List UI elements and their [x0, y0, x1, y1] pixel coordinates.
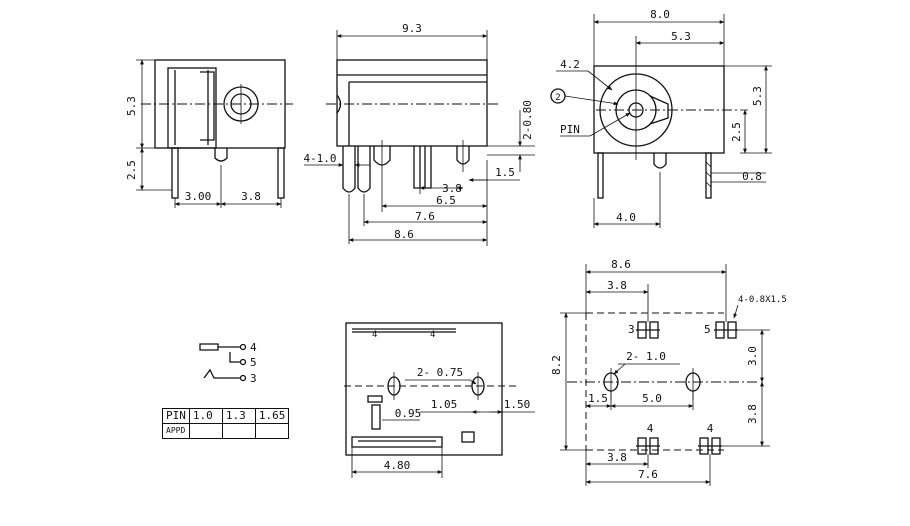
side-dim-3-00: 3.00: [185, 190, 212, 203]
pad-5: [714, 321, 738, 339]
pin-table-cell: [188, 423, 223, 439]
bottom-dim-1-50: 1.50: [504, 398, 531, 411]
pad-label-5: 5: [704, 323, 711, 336]
end-dim-5-3-top: 5.3: [671, 30, 691, 43]
side-view: 5.3 2.5 3.00 3.8: [125, 59, 293, 208]
schematic-pin-4: 4: [250, 341, 257, 354]
front-view: 9.3 2-0.80 4-1.0 1.5 3.8 6.5 7.6 8.6: [303, 22, 535, 246]
side-dim-3-8: 3.8: [241, 190, 261, 203]
pcb-dim-5-0: 5.0: [642, 392, 662, 405]
pin-table-cell: [221, 423, 256, 439]
pad-3: [636, 321, 660, 339]
front-dim-1-5: 1.5: [495, 166, 515, 179]
side-dim-2-5: 2.5: [125, 160, 138, 180]
pad-label-4b: 4: [707, 422, 714, 435]
pin-table-cell: [254, 423, 290, 439]
end-pin-label: PIN: [560, 123, 580, 136]
pad-label-3: 3: [628, 323, 635, 336]
bottom-mark-2: 4: [430, 330, 435, 340]
pcb-dim-7-6: 7.6: [638, 468, 658, 481]
pcb-dim-3-8-bottom: 3.8: [607, 451, 627, 464]
pin-table: PIN 1.0 1.3 1.65 APPD: [162, 408, 290, 439]
pin-table-header-row: PIN 1.0 1.3 1.65: [162, 408, 290, 424]
pcb-dim-1-5: 1.5: [588, 392, 608, 405]
end-view: 8.0 5.3 4.2 2 PIN 5.3 2.5 0.8 4.0: [550, 8, 772, 228]
pcb-dim-3-0: 3.0: [746, 346, 759, 366]
pcb-dim-8-2: 8.2: [550, 355, 563, 375]
pin-table-row: APPD: [162, 423, 290, 439]
end-dim-2-5: 2.5: [730, 122, 743, 142]
end-dim-4-0: 4.0: [616, 211, 636, 224]
pad-4-right: [698, 437, 722, 455]
bottom-mark-1: 4: [372, 330, 377, 340]
pcb-dim-8-6: 8.6: [611, 258, 631, 271]
pcb-dim-3-8-right: 3.8: [746, 404, 759, 424]
bottom-dim-1-05: 1.05: [431, 398, 458, 411]
pcb-layout: 3 5 4 4 8.6 3.8 4-: [550, 258, 787, 486]
bottom-dim-2-0-75: 2- 0.75: [417, 366, 463, 379]
bottom-view: 4 4 2- 0.75 0.95 1.05 1.50 4.80: [344, 322, 535, 478]
bottom-dim-0-95: 0.95: [395, 407, 422, 420]
front-dim-3-8: 3.8: [442, 182, 462, 195]
front-dim-2-0-80: 2-0.80: [521, 100, 534, 140]
jack-schematic: 4 5 3: [199, 341, 257, 385]
schematic-pin-5: 5: [250, 356, 257, 369]
pin-table-header-cell: 1.65: [254, 408, 290, 424]
bottom-dim-4-80: 4.80: [384, 459, 411, 472]
front-dim-4-1-0: 4-1.0: [303, 152, 336, 165]
pcb-dim-4-0-8x1-5: 4-0.8X1.5: [738, 295, 787, 305]
pad-4-left: [636, 437, 660, 455]
front-dim-6-5: 6.5: [436, 194, 456, 207]
end-dim-5-3-right: 5.3: [751, 86, 764, 106]
end-callout: 2: [555, 93, 560, 103]
pin-table-cell: APPD: [162, 423, 190, 439]
pcb-dim-3-8-top: 3.8: [607, 279, 627, 292]
pin-table-header-cell: 1.0: [188, 408, 223, 424]
end-dim-4-2: 4.2: [560, 58, 580, 71]
front-dim-9-3: 9.3: [402, 22, 422, 35]
side-dim-5-3: 5.3: [125, 96, 138, 116]
pin-table-header-cell: PIN: [162, 408, 190, 424]
pcb-dim-2-1-0: 2- 1.0: [626, 350, 666, 363]
schematic-pin-3: 3: [250, 372, 257, 385]
pad-label-4a: 4: [647, 422, 654, 435]
end-dim-8-0: 8.0: [650, 8, 670, 21]
pin-table-header-cell: 1.3: [221, 408, 256, 424]
front-dim-7-6: 7.6: [415, 210, 435, 223]
end-dim-0-8: 0.8: [742, 170, 762, 183]
front-dim-8-6: 8.6: [394, 228, 414, 241]
